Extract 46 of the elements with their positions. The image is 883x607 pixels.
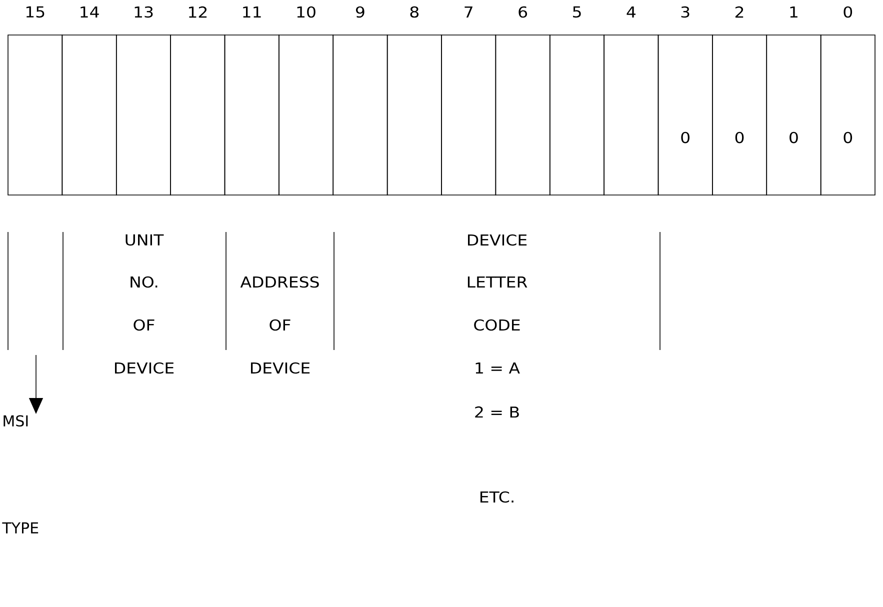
register-cell xyxy=(62,34,117,196)
bit-number: 7 xyxy=(464,6,472,18)
register-cell xyxy=(278,34,334,196)
field-label: 1 = A xyxy=(476,362,520,374)
register-cell xyxy=(170,34,226,196)
register-cell: 0 xyxy=(766,34,822,196)
field-label: 2 = B xyxy=(475,406,519,418)
bit-number: 0 xyxy=(844,6,852,18)
field-label: ADDRESS xyxy=(240,276,319,288)
bit-number: 12 xyxy=(189,6,207,18)
field-label: DEVICE xyxy=(468,234,527,246)
bit-number: 8 xyxy=(410,6,419,18)
bit-number: 13 xyxy=(134,6,153,18)
field-label: LETTER xyxy=(468,276,528,288)
register-cell xyxy=(441,34,496,196)
bit-number: 14 xyxy=(80,6,99,18)
bit-number: 1 xyxy=(790,6,798,18)
bit-number: 9 xyxy=(356,6,364,18)
register-cell: 0 xyxy=(712,34,768,196)
bit-number: 15 xyxy=(26,6,44,18)
bit-number: 11 xyxy=(243,6,261,18)
register-cell xyxy=(332,34,388,196)
field-label: OF xyxy=(134,319,154,331)
register-cell xyxy=(549,34,604,196)
bit-number: 3 xyxy=(681,6,690,18)
bit-number: 6 xyxy=(518,6,528,18)
bit-number: 2 xyxy=(735,6,744,18)
register-cell xyxy=(495,34,550,196)
field-label: ETC. xyxy=(480,491,514,503)
register-cell xyxy=(386,34,442,196)
register-cell: 0 xyxy=(820,34,876,196)
bit-number: 10 xyxy=(297,6,316,18)
register-cell xyxy=(116,34,171,196)
register-cell: 0 xyxy=(658,34,713,196)
field-label: DEVICE xyxy=(251,362,310,374)
field-label: CODE xyxy=(474,319,520,331)
bit-number: 5 xyxy=(573,6,581,18)
field-label: DEVICE xyxy=(115,362,174,374)
register-cell xyxy=(224,34,280,196)
register-cell xyxy=(604,34,659,196)
type-label: MSI TYPE xyxy=(2,415,38,534)
field-label: NO. xyxy=(130,276,158,288)
bit-number: 4 xyxy=(626,6,636,18)
field-label: OF xyxy=(270,319,290,331)
field-label: UNIT xyxy=(126,234,164,246)
register-cell xyxy=(8,34,63,196)
